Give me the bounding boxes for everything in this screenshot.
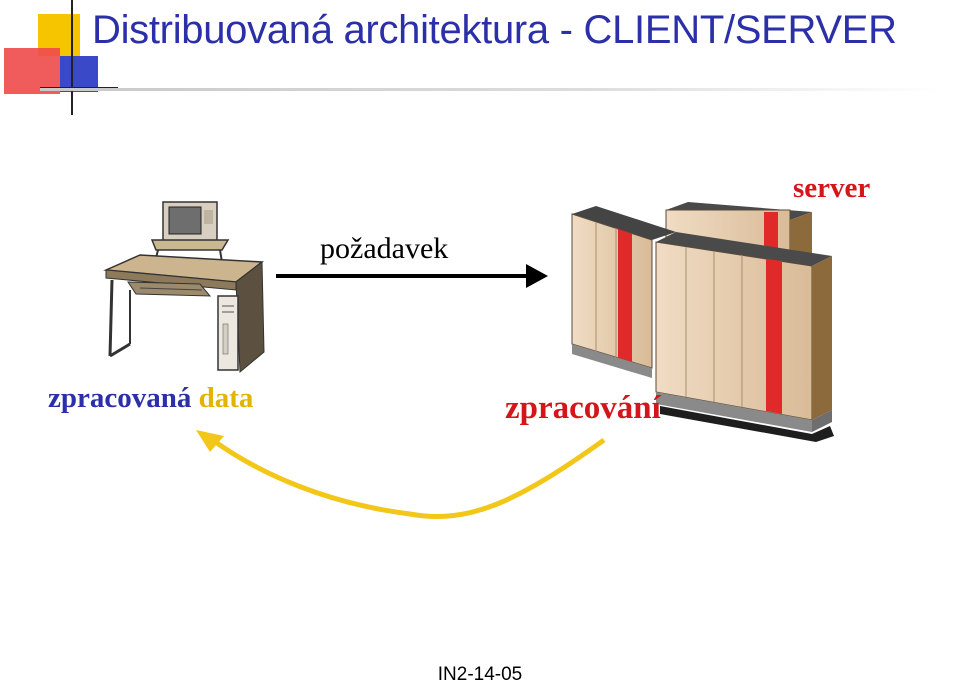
server-rack-icon <box>571 202 834 442</box>
client-computer-icon <box>103 201 265 374</box>
slide-footer: IN2-14-05 <box>437 664 523 685</box>
title-divider <box>40 88 940 91</box>
result-label: zpracovaná data <box>48 382 253 415</box>
request-label: požadavek <box>320 232 449 265</box>
processing-label: zpracování <box>505 390 661 426</box>
server-label: server <box>793 172 871 204</box>
result-label-main: zpracovaná <box>48 382 192 414</box>
page-title: Distribuovaná architektura - CLIENT/SERV… <box>92 8 897 52</box>
result-label-accent: data <box>198 382 254 414</box>
return-arrow <box>196 430 606 519</box>
request-arrow <box>276 264 548 288</box>
